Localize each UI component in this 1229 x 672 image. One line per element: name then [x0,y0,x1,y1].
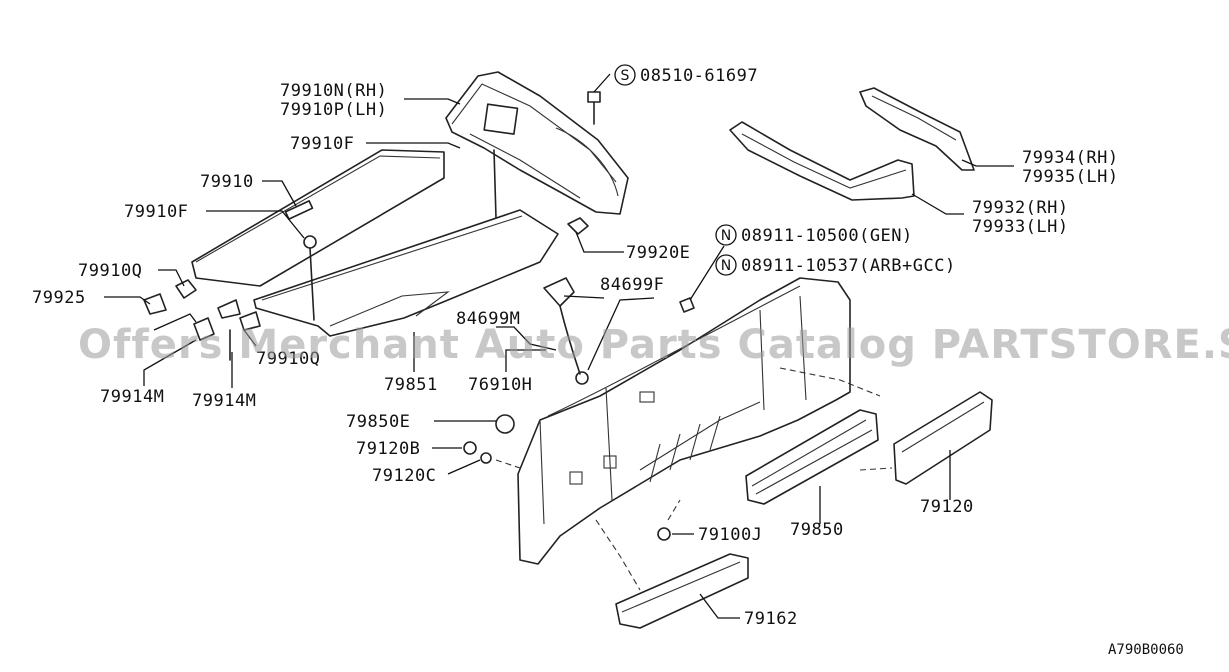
label-79935: 79935(LH) [1022,167,1119,187]
watermark-text: Offers Merchant Auto Parts Catalog PARTS… [78,322,1229,368]
leader-lines [104,73,1014,619]
label-79120c: 79120C [372,466,436,486]
label-79910q-bottom: 79910Q [256,349,320,369]
clip-79920e [567,217,589,235]
label-79910: 79910 [200,172,254,192]
rear-panel-body [517,277,851,565]
bolt-part [587,91,601,125]
label-79910p: 79910P(LH) [280,100,387,120]
label-79910f-top: 79910F [290,134,354,154]
label-nut-arb: 08911-10537(ARB+GCC) [741,256,956,276]
label-79910f-left: 79910F [124,202,188,222]
parcel-shelf-board [191,149,445,287]
washer-79120c [480,452,492,464]
label-79100j: 79100J [698,525,762,545]
upper-trim-panel [445,71,629,215]
reinforcement-79934 [859,87,975,171]
plug-79850e [495,414,515,434]
label-nut-gen: 08911-10500(GEN) [741,226,913,246]
symbol-nut-arb: N [715,254,737,276]
clip-79100j [657,527,671,541]
reinforcement-79932 [729,121,915,201]
label-79932: 79932(RH) [972,198,1069,218]
parcel-shelf-main [253,209,559,337]
label-79920e: 79920E [626,243,690,263]
assembly-dashes [495,367,893,591]
label-79925: 79925 [32,288,86,308]
symbol-nut-gen: N [715,224,737,246]
symbol-bolt-s-text: S [621,68,630,84]
label-79851: 79851 [384,375,438,395]
label-84699f: 84699F [600,275,664,295]
support-rod [493,149,497,219]
label-79934: 79934(RH) [1022,148,1119,168]
symbol-bolt-s: S [614,64,636,86]
part-labels: 79910N(RH) 79910P(LH) 79910F 79910 79910… [32,66,1119,629]
label-76910h: 76910H [468,375,532,395]
reference-code: A790B0060 [1108,642,1184,658]
lock-bracket-84699f [543,277,589,385]
bottom-finisher-79162 [615,553,749,629]
label-bolt-08510: 08510-61697 [640,66,758,86]
label-79120: 79120 [920,497,974,517]
label-79850: 79850 [790,520,844,540]
label-79910n: 79910N(RH) [280,81,387,101]
label-79933: 79933(LH) [972,217,1069,237]
symbol-nut-gen-text: N [721,228,731,244]
label-79120b: 79120B [356,439,420,459]
label-79162: 79162 [744,609,798,629]
label-79914m-b: 79914M [192,391,256,411]
label-79914m-a: 79914M [100,387,164,407]
clip-79120b [463,441,477,455]
clips-left [143,279,261,361]
bumper-reinforcement-79850 [745,409,879,505]
nut-part [679,297,695,313]
label-79910q-left: 79910Q [78,261,142,281]
label-84699m: 84699M [456,309,520,329]
symbol-nut-arb-text: N [721,258,731,274]
label-79850e: 79850E [346,412,410,432]
side-filler-79120 [893,391,993,485]
